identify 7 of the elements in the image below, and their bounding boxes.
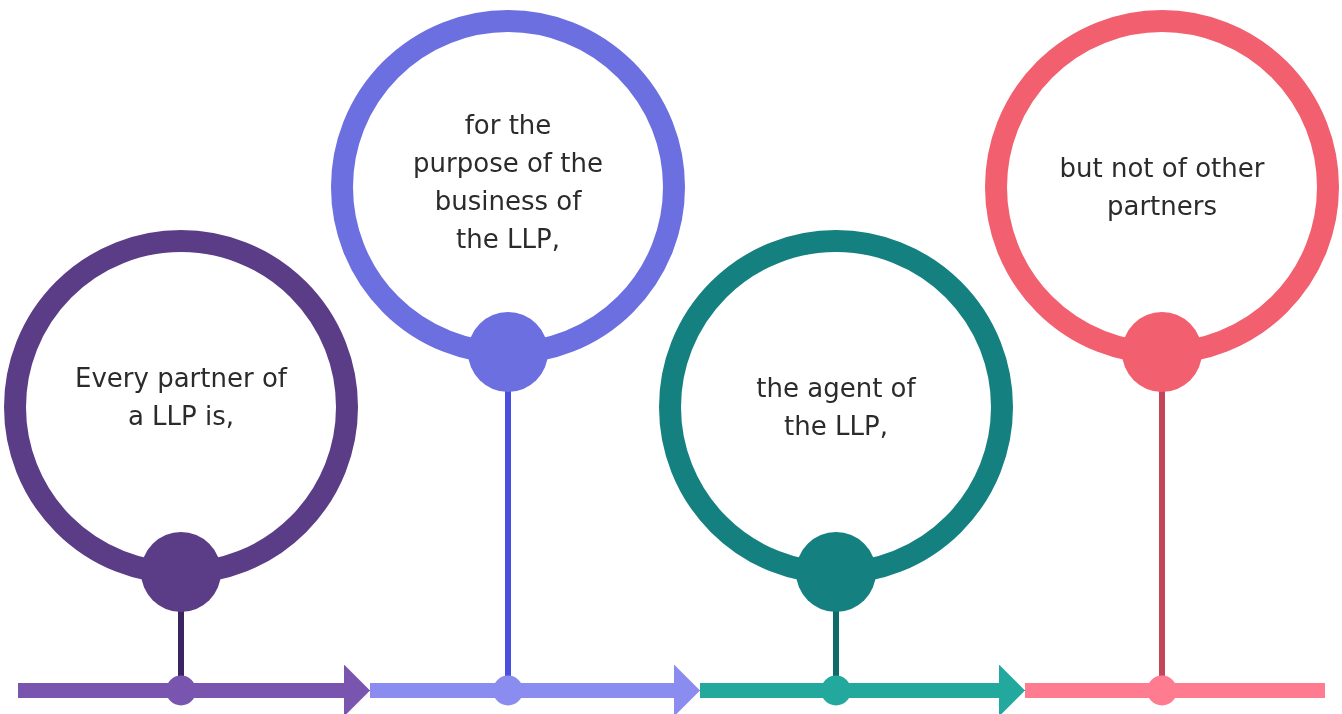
node-text: Every partner of a LLP is, [74,362,289,433]
timeline-bar [18,683,345,698]
node-text: but not of other partners [1058,152,1266,223]
node-text: the agent of the LLP, [755,372,918,443]
timeline-bar [700,683,1000,698]
node-text: for the purpose of the business of the LLP, [412,109,604,256]
timeline-bar [1025,683,1325,698]
